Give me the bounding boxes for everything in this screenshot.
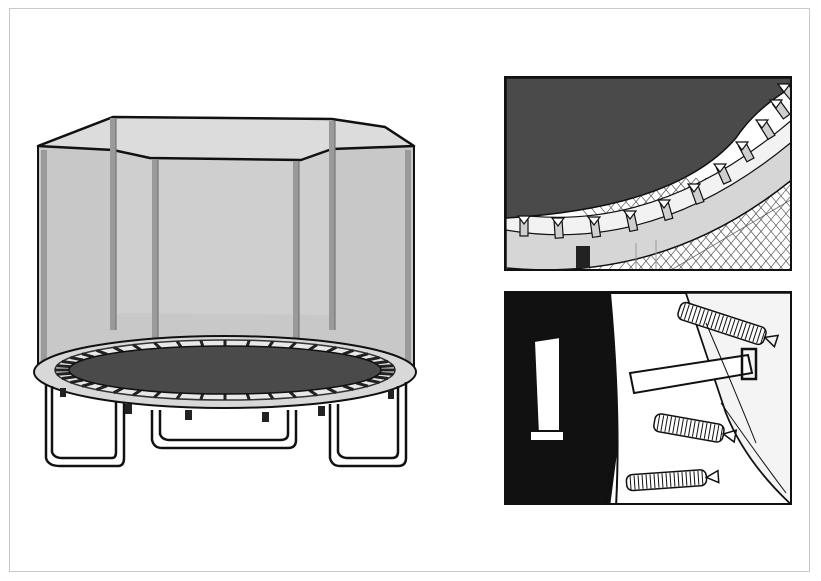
spring — [132, 388, 142, 397]
spring — [355, 352, 369, 359]
spring — [366, 378, 380, 384]
spring-hook — [586, 216, 602, 226]
spring — [70, 378, 84, 384]
enclosure-poles — [41, 118, 411, 362]
spring — [342, 348, 354, 356]
spring-hook — [516, 215, 532, 225]
spring — [267, 392, 275, 400]
spring — [113, 386, 124, 395]
spring — [355, 381, 369, 388]
coil-spring — [653, 413, 738, 444]
coil-spring — [625, 469, 720, 492]
spring — [288, 341, 297, 350]
spring — [153, 390, 162, 399]
trampoline-legs — [44, 382, 408, 468]
spring — [267, 340, 275, 348]
spring-hook — [622, 210, 638, 220]
spring — [132, 343, 142, 352]
spring-hook — [712, 163, 728, 173]
spring — [308, 343, 318, 352]
detail-panel-springs — [504, 76, 792, 271]
net-back-panel — [113, 117, 332, 315]
spring — [81, 381, 95, 388]
spring — [245, 393, 251, 401]
spring — [366, 356, 380, 362]
spring — [326, 386, 337, 395]
spring-hook — [656, 199, 672, 209]
spring — [56, 364, 71, 369]
spring — [379, 364, 394, 369]
jumping-mat — [68, 345, 382, 395]
spring — [56, 371, 71, 376]
spring — [342, 384, 354, 392]
net-top-rim — [36, 115, 416, 162]
springs-closeup-icon — [506, 78, 790, 269]
spring-hook — [734, 141, 750, 151]
spring — [245, 339, 251, 347]
spring — [374, 360, 389, 365]
spring-hook — [768, 99, 784, 109]
spring — [379, 371, 394, 376]
leg-clips — [60, 388, 394, 422]
spring — [199, 339, 205, 347]
spring — [96, 348, 108, 356]
spring — [326, 345, 337, 354]
spring — [153, 341, 162, 350]
spring — [288, 390, 297, 399]
spring — [70, 356, 84, 362]
spring-hook — [686, 183, 702, 193]
spring — [61, 360, 76, 365]
springs — [55, 339, 395, 401]
spring — [113, 345, 124, 354]
spring — [96, 384, 108, 392]
spring-hook — [776, 83, 790, 93]
spring — [61, 375, 76, 380]
spring-hook — [550, 217, 566, 227]
coil-spring — [677, 301, 780, 349]
spring — [175, 340, 183, 348]
spring — [374, 375, 389, 380]
spring-hook — [754, 119, 770, 129]
spring — [175, 392, 183, 400]
detail-panel-strap — [504, 291, 792, 505]
spring — [308, 388, 318, 397]
net-strap-closeup-icon — [506, 293, 790, 503]
spring — [199, 393, 205, 401]
spring — [81, 352, 95, 359]
